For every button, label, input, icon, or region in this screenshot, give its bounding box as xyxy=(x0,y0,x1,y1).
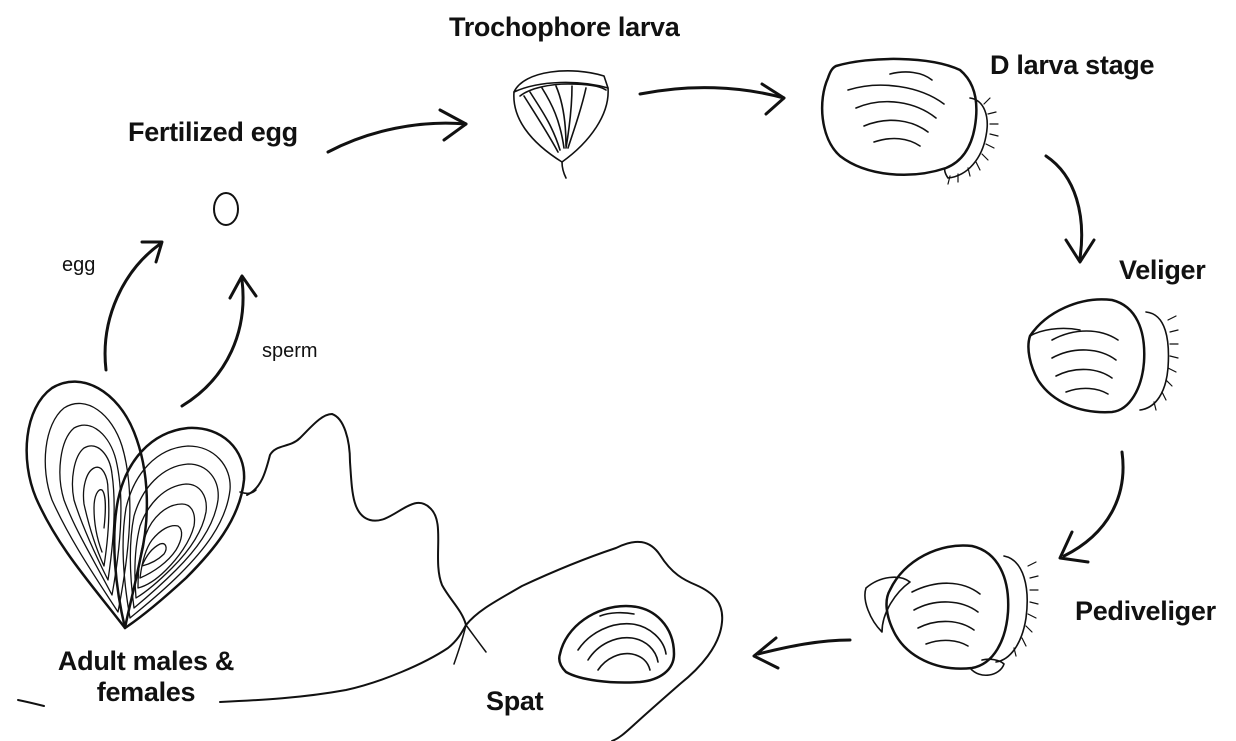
label-veliger: Veliger xyxy=(1119,255,1205,286)
spat-illustration xyxy=(559,606,674,683)
adult-right-shell xyxy=(114,428,244,628)
label-sperm: sperm xyxy=(262,340,318,363)
d-larva-illustration xyxy=(822,59,998,184)
arrow-trochophore-to-dlarva xyxy=(640,84,784,114)
egg-arrow xyxy=(105,242,162,370)
pediveliger-illustration xyxy=(865,545,1038,675)
label-adult-line2: females xyxy=(40,677,252,708)
label-adult-line1: Adult males & xyxy=(40,646,252,677)
arrow-pediveliger-to-spat xyxy=(754,638,850,668)
veliger-illustration xyxy=(1028,299,1178,412)
label-fertilized-egg: Fertilized egg xyxy=(128,117,298,148)
label-pediveliger: Pediveliger xyxy=(1075,596,1216,627)
label-egg: egg xyxy=(62,254,95,277)
label-adult-males-females: Adult males & females xyxy=(40,646,252,708)
arrow-egg-to-trochophore xyxy=(328,110,466,152)
arrow-veliger-to-pediveliger xyxy=(1060,452,1123,562)
fertilized-egg-illustration xyxy=(214,193,238,225)
adult-mussels-illustration xyxy=(27,382,256,628)
label-spat: Spat xyxy=(486,686,543,717)
arrow-dlarva-to-veliger xyxy=(1046,156,1094,262)
adult-left-shell xyxy=(27,382,147,628)
rock-base-line xyxy=(220,625,466,702)
label-d-larva-stage: D larva stage xyxy=(990,50,1154,81)
rock-crack xyxy=(454,625,486,664)
trochophore-illustration xyxy=(514,71,608,178)
label-trochophore-larva: Trochophore larva xyxy=(449,12,679,43)
rock-outline xyxy=(247,414,722,741)
sperm-arrow xyxy=(182,276,256,406)
